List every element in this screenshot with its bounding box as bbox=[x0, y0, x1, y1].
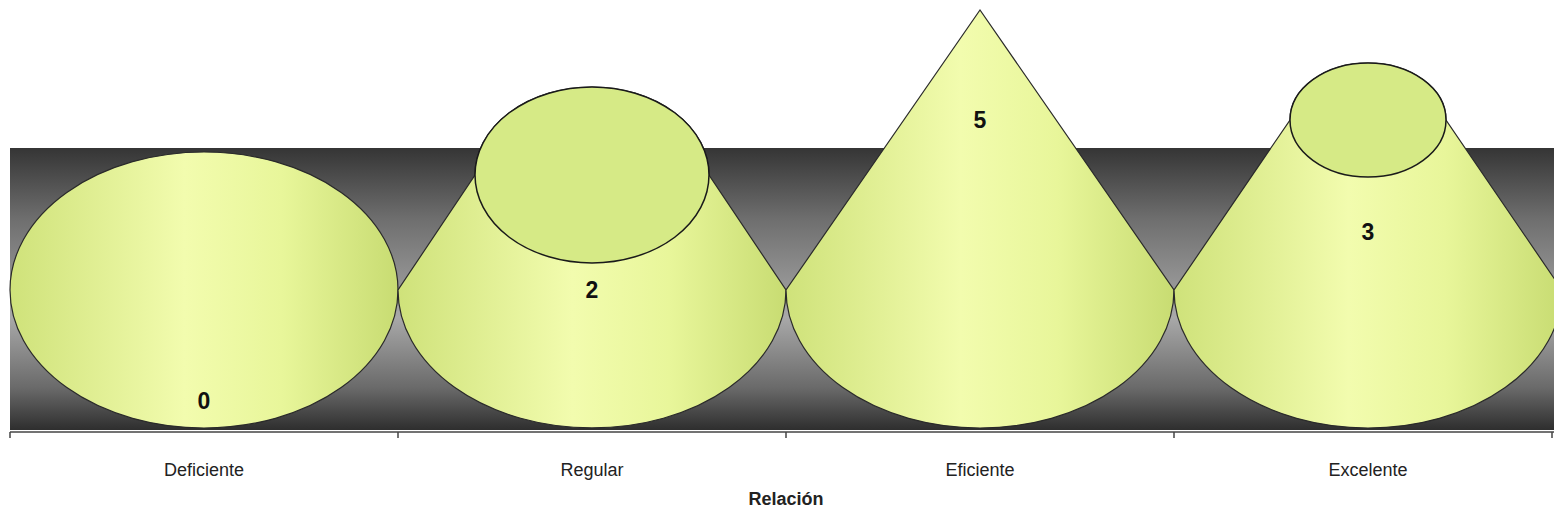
cone-shape bbox=[784, 8, 1176, 430]
cone-bar: 5 bbox=[784, 8, 1176, 430]
axis-tick bbox=[397, 432, 399, 438]
cone-shape bbox=[396, 85, 788, 430]
value-label: 5 bbox=[974, 107, 987, 134]
axis-tick bbox=[9, 432, 11, 438]
category-label: Deficiente bbox=[164, 460, 244, 481]
cone-bar: 0 bbox=[8, 150, 400, 430]
axis-tick bbox=[785, 432, 787, 438]
cone-shape bbox=[1172, 61, 1554, 430]
cone-body bbox=[786, 10, 1174, 428]
cone-bar: 3 bbox=[1172, 61, 1554, 430]
axis-tick bbox=[1173, 432, 1175, 438]
value-label: 2 bbox=[586, 277, 599, 304]
cone-bar: 2 bbox=[396, 85, 788, 430]
category-label: Regular bbox=[560, 460, 623, 481]
cone-body bbox=[1174, 63, 1554, 428]
value-label: 3 bbox=[1362, 219, 1375, 246]
cone-body bbox=[398, 87, 786, 428]
cone-top bbox=[1290, 63, 1446, 177]
category-label: Excelente bbox=[1328, 460, 1407, 481]
category-label: Eficiente bbox=[945, 460, 1014, 481]
cone-body bbox=[10, 152, 398, 428]
x-axis bbox=[10, 431, 1554, 433]
cone-top bbox=[475, 87, 709, 263]
axis-tick bbox=[1551, 432, 1553, 438]
axis-title: Relación bbox=[748, 489, 823, 510]
value-label: 0 bbox=[198, 388, 211, 415]
